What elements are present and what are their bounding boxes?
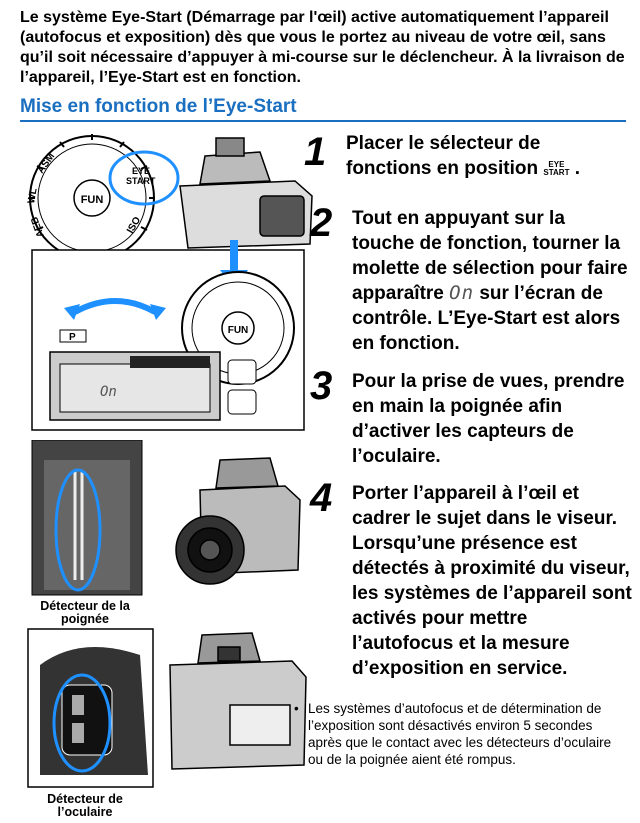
grip-detector-caption: Détecteur de la poignée (40, 599, 130, 626)
lcd-on-display: On (100, 384, 117, 400)
step-number-1: 1 (304, 130, 327, 174)
intro-paragraph: Le système Eye-Start (Démarrage par l'œi… (20, 9, 625, 86)
step-3-text: Pour la prise de vues, prendre en main l… (352, 371, 625, 467)
mode-dial: FUN ISO ASM WL AEB EYE START (26, 134, 156, 251)
rotation-arrow (73, 298, 157, 315)
dial-eye-label: EYE (132, 166, 150, 176)
figure-mode-dial: FUN ISO ASM WL AEB EYE START (26, 134, 313, 251)
figure-eyepiece-detector (27, 628, 307, 788)
step-1-text: Placer le sélecteur de fonctions en posi… (346, 131, 626, 181)
bullet-mark: • (294, 701, 299, 716)
step-1-text-c: . (574, 158, 581, 179)
dial2-fun-label: FUN (228, 325, 249, 336)
lcd-on-glyph: On (449, 282, 475, 304)
eyepiece-highlight-ring (52, 673, 112, 773)
bullet-note: • Les systèmes d’autofocus et de détermi… (294, 700, 618, 768)
camera-back-view (169, 632, 307, 770)
figure-camera-back: FUN ISO P On (31, 240, 305, 431)
dial-wl-label: WL (26, 187, 40, 204)
step-number-2: 2 (310, 201, 333, 245)
dial-fun-label: FUN (81, 194, 104, 206)
figure-grip-detector (31, 440, 301, 596)
dial-start-label: START (126, 176, 156, 186)
eyepiece-detector-caption: Détecteur de l’oculaire (47, 792, 123, 819)
p-button (59, 329, 87, 343)
eye-start-highlight-ring (108, 150, 180, 206)
step-2-text: Tout en appuyant sur la touche de foncti… (352, 206, 632, 356)
step-4-text: Porter l’appareil à l’œil et cadrer le s… (352, 483, 632, 679)
step-2-text-a: Tout en appuyant sur la touche de foncti… (352, 208, 628, 304)
step-1-text-a: Placer le sélecteur de (346, 133, 541, 154)
step-1-text-b: fonctions en position (346, 158, 539, 179)
grip-highlight-ring (54, 468, 102, 592)
step-number-4: 4 (310, 476, 333, 520)
step-number-3: 3 (310, 364, 333, 408)
section-title: Mise en fonction de l’Eye-Start (20, 96, 626, 122)
camera-with-lens (175, 457, 301, 585)
camera-top-view (179, 137, 313, 249)
step-2-text-b: sur l’écran de contrôle. L’Eye-Start est… (352, 283, 621, 354)
bullet-text: Les systèmes d’autofocus et de détermina… (308, 701, 612, 767)
p-button-label: P (69, 332, 76, 343)
